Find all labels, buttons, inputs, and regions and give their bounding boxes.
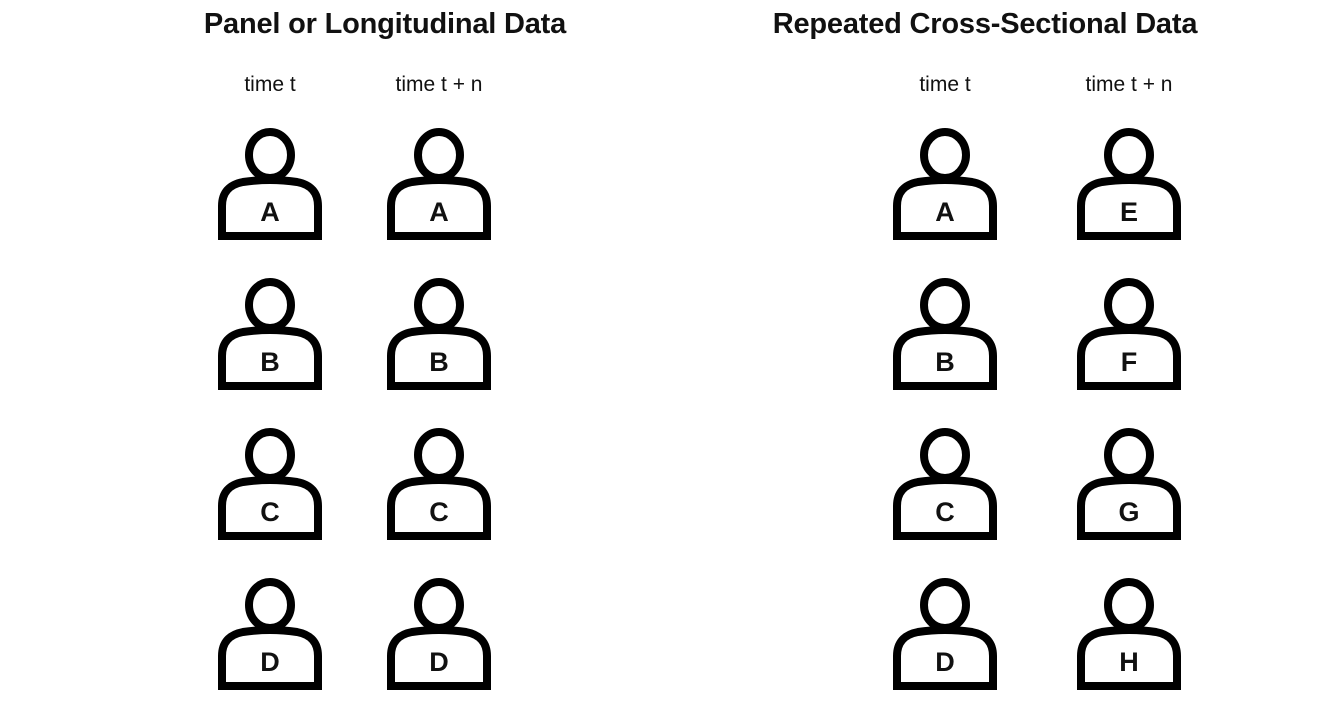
person-figure: E xyxy=(1024,114,1234,264)
column-header-time-t: time t xyxy=(244,73,296,96)
person-figure: F xyxy=(1024,264,1234,414)
person-head xyxy=(414,428,464,482)
person-icon xyxy=(1077,428,1181,540)
person-body xyxy=(218,176,322,240)
person-icon xyxy=(893,578,997,690)
person-head xyxy=(245,428,295,482)
person-icon xyxy=(387,128,491,240)
person-body xyxy=(1077,476,1181,540)
person-icon xyxy=(218,128,322,240)
person-icon xyxy=(893,128,997,240)
person-icon xyxy=(387,278,491,390)
person-figure: C xyxy=(334,414,544,564)
person-icon xyxy=(893,428,997,540)
person-icon xyxy=(1077,578,1181,690)
person-body xyxy=(387,326,491,390)
person-head xyxy=(245,128,295,182)
person-head xyxy=(920,428,970,482)
person-body xyxy=(893,176,997,240)
person-head xyxy=(414,128,464,182)
person-head xyxy=(414,278,464,332)
person-icon xyxy=(1077,128,1181,240)
panel-title-repeated-cross-sectional: Repeated Cross-Sectional Data xyxy=(772,8,1198,40)
person-head xyxy=(920,578,970,632)
person-figure: D xyxy=(334,564,544,714)
person-body xyxy=(387,626,491,690)
panel-title-longitudinal: Panel or Longitudinal Data xyxy=(203,8,567,40)
person-body xyxy=(387,176,491,240)
person-icon xyxy=(893,278,997,390)
person-figure: C xyxy=(840,414,1050,564)
person-icon xyxy=(387,578,491,690)
person-figure: D xyxy=(840,564,1050,714)
person-head xyxy=(920,128,970,182)
person-figure: A xyxy=(840,114,1050,264)
person-figure: B xyxy=(334,264,544,414)
person-body xyxy=(218,476,322,540)
person-head xyxy=(1104,428,1154,482)
person-body xyxy=(893,626,997,690)
person-head xyxy=(1104,128,1154,182)
column-header-time-t-plus-n: time t + n xyxy=(395,73,483,96)
person-body xyxy=(1077,626,1181,690)
person-body xyxy=(893,326,997,390)
person-body xyxy=(218,326,322,390)
person-icon xyxy=(387,428,491,540)
person-head xyxy=(1104,578,1154,632)
person-icon xyxy=(1077,278,1181,390)
person-body xyxy=(1077,326,1181,390)
person-icon xyxy=(218,278,322,390)
person-head xyxy=(920,278,970,332)
person-figure: A xyxy=(334,114,544,264)
person-body xyxy=(893,476,997,540)
person-head xyxy=(414,578,464,632)
person-figure: G xyxy=(1024,414,1234,564)
person-body xyxy=(1077,176,1181,240)
column-header-time-t: time t xyxy=(919,73,971,96)
person-head xyxy=(1104,278,1154,332)
person-icon xyxy=(218,428,322,540)
person-head xyxy=(245,578,295,632)
column-header-time-t-plus-n: time t + n xyxy=(1085,73,1173,96)
person-head xyxy=(245,278,295,332)
person-figure: H xyxy=(1024,564,1234,714)
person-figure: B xyxy=(840,264,1050,414)
person-icon xyxy=(218,578,322,690)
person-body xyxy=(387,476,491,540)
person-body xyxy=(218,626,322,690)
